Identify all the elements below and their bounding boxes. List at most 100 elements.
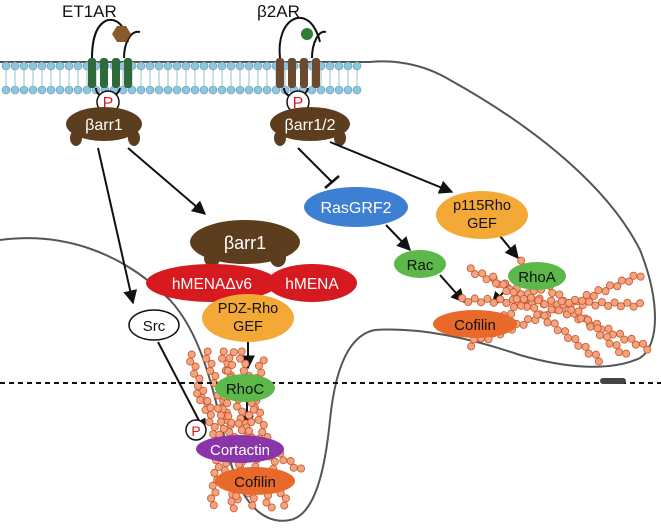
actin-bead <box>229 348 238 357</box>
actin-bead <box>591 350 600 359</box>
cortactin-node <box>196 435 284 463</box>
et1ar-label: ET1AR <box>62 2 117 21</box>
actin-bead <box>195 374 204 383</box>
actin-bead <box>612 341 621 350</box>
actin-bead <box>594 357 603 366</box>
actin-bead <box>286 457 295 466</box>
actin-bead <box>467 342 476 351</box>
actin-bead <box>223 399 232 408</box>
lipid-head <box>46 61 56 71</box>
lipid-head <box>28 85 38 95</box>
lipid-head <box>1 85 11 95</box>
hmena-dv6-label: hMENAΔv6 <box>172 276 252 293</box>
lipid-bilayer <box>1 61 362 95</box>
lipid-head <box>244 61 254 71</box>
lipid-head <box>37 85 47 95</box>
actin-bead <box>224 412 233 421</box>
rhoc-label: RhoC <box>226 381 265 398</box>
actin-bead <box>589 291 598 300</box>
lipid-head <box>262 85 272 95</box>
actin-bead <box>205 418 214 427</box>
src-node <box>128 309 180 341</box>
phospho-label-b2ar: P <box>293 95 304 112</box>
actin-bead <box>527 293 536 302</box>
actin-bead <box>610 298 619 307</box>
actin-bead <box>219 424 228 433</box>
rac-label: Rac <box>407 257 434 274</box>
lipid-head <box>190 61 200 71</box>
lipid-head <box>136 85 146 95</box>
hmena-node <box>267 264 357 302</box>
actin-bead <box>217 417 226 426</box>
hmena-label: hMENA <box>285 276 339 293</box>
actin-bead <box>524 315 533 324</box>
actin-bead <box>190 369 199 378</box>
lipid-head <box>352 61 362 71</box>
actin-bead <box>489 298 498 307</box>
actin-bead <box>211 371 220 380</box>
actin-bead <box>553 326 562 335</box>
actin-bead <box>638 339 647 348</box>
actin-bead <box>234 419 243 428</box>
barr12-node: βarr1/2 <box>270 107 350 146</box>
actin-bead <box>496 295 505 304</box>
actin-bead <box>606 281 615 290</box>
actin-bead <box>601 287 610 296</box>
b2ar-extracellular-loop <box>278 16 327 59</box>
actin-bead <box>478 269 487 278</box>
lipid-head <box>1 61 11 71</box>
rasgrf2-label: RasGRF2 <box>320 200 391 217</box>
arrow-barr12-to-p115rhogef <box>329 141 454 194</box>
lipid-head <box>244 85 254 95</box>
actin-bead <box>186 357 195 366</box>
actin-bead <box>615 348 624 357</box>
pdz-rho-gef-label-line2: GEF <box>233 319 263 335</box>
pdz-rho-gef-node <box>202 294 294 342</box>
actin-bead <box>548 288 557 297</box>
b2ar-transmembrane-helices <box>276 58 320 88</box>
actin-bead <box>477 298 486 307</box>
cofilin-right-node <box>433 310 517 338</box>
actin-bead <box>237 426 246 435</box>
actin-bead <box>502 299 511 308</box>
actin-bead <box>223 366 232 375</box>
actin-bead <box>582 291 591 300</box>
actin-bead <box>578 296 587 305</box>
actin-bead <box>238 407 247 416</box>
actin-bead <box>631 340 640 349</box>
actin-bead <box>591 301 600 310</box>
actin-bead <box>616 302 625 311</box>
lipid-head <box>163 61 173 71</box>
et1-ligand-icon <box>112 26 131 42</box>
lipid-head <box>262 61 272 71</box>
actin-bead <box>244 411 253 420</box>
actin-bead <box>464 297 473 306</box>
arrow-p115rhogef-to-rhoa <box>499 235 519 260</box>
actin-bead <box>636 272 645 281</box>
p115rhogef-label-line1: p115Rho <box>453 198 511 214</box>
cofilin-right-label: Cofilin <box>454 317 496 334</box>
actin-bead <box>594 286 603 295</box>
actin-bead <box>471 270 480 279</box>
lipid-head <box>352 85 362 95</box>
p115rhogef-node <box>436 191 528 239</box>
actin-bead <box>236 354 245 363</box>
lipid-head <box>253 85 263 95</box>
actin-bead <box>249 405 258 414</box>
actin-bead <box>616 329 625 338</box>
inhibit-barr12-to-rasgrf2 <box>297 147 333 183</box>
lipid-head <box>217 61 227 71</box>
actin-bead <box>248 501 257 510</box>
actin-bead <box>629 302 638 311</box>
rhoc-node <box>215 374 275 402</box>
actin-bead <box>241 359 250 368</box>
actin-bead <box>483 294 492 303</box>
arrow-barr1-to-complex <box>127 147 207 215</box>
actin-bead <box>279 456 288 465</box>
actin-bead <box>533 310 542 319</box>
phospho-circle-cortactin <box>185 419 207 441</box>
actin-bead <box>229 504 238 513</box>
lipid-head <box>10 85 20 95</box>
actin-bead <box>196 396 205 405</box>
lipid-head <box>190 85 200 95</box>
